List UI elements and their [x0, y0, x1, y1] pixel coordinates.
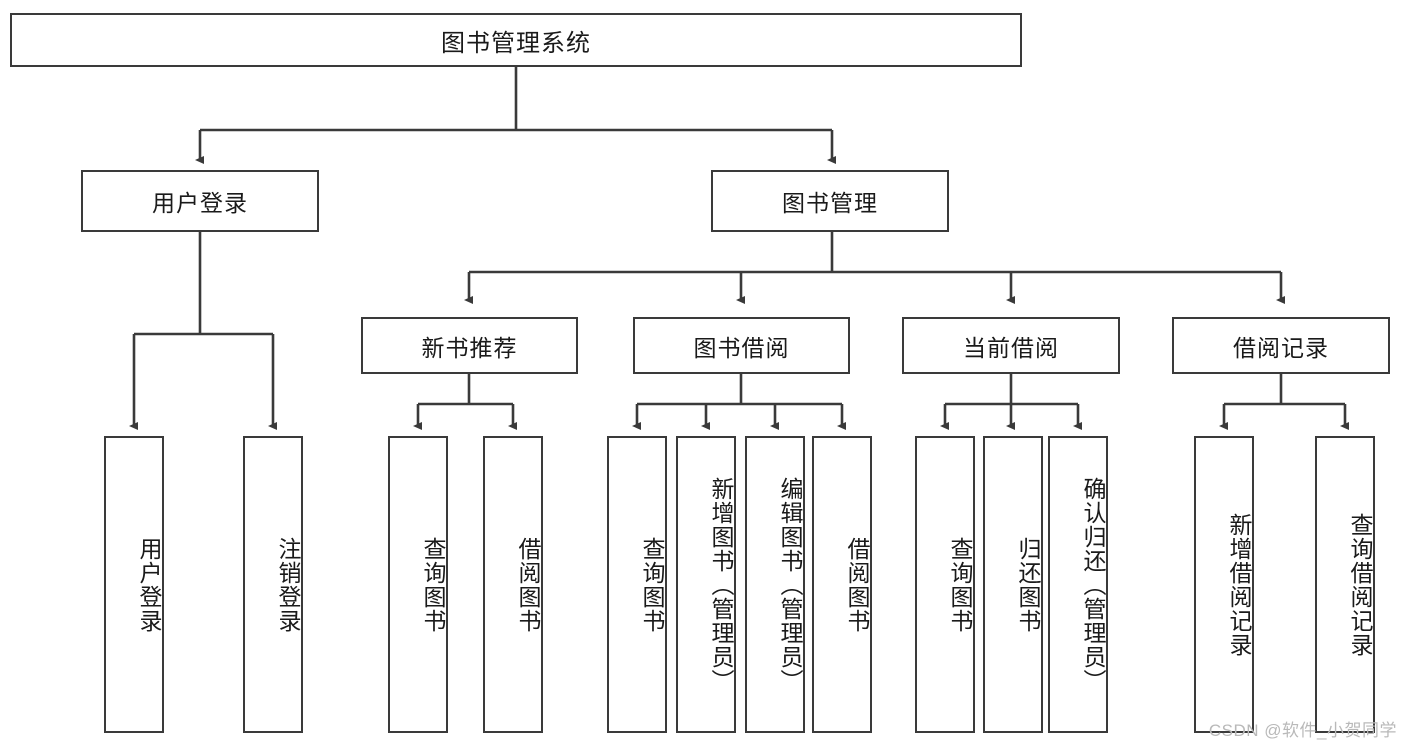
node-label: 当前借阅 — [963, 334, 1059, 361]
leaf-borrow-edit-book-admin[interactable]: 编辑图书（管理员） — [745, 436, 805, 733]
node-label: 查询图书 — [947, 536, 973, 633]
node-label: 新增图书（管理员） — [708, 476, 734, 693]
leaf-borrow-add-book-admin[interactable]: 新增图书（管理员） — [676, 436, 736, 733]
node-new-book-recommend[interactable]: 新书推荐 — [361, 317, 578, 374]
node-current-borrow[interactable]: 当前借阅 — [902, 317, 1120, 374]
node-label: 查询图书 — [420, 536, 446, 633]
leaf-borrow-query-book[interactable]: 查询图书 — [607, 436, 667, 733]
node-user-login[interactable]: 用户登录 — [81, 170, 319, 232]
node-book-management[interactable]: 图书管理 — [711, 170, 949, 232]
node-label: 归还图书 — [1015, 536, 1041, 633]
leaf-record-query-borrow-record[interactable]: 查询借阅记录 — [1315, 436, 1375, 733]
leaf-current-return-book[interactable]: 归还图书 — [983, 436, 1043, 733]
leaf-recommend-query-book[interactable]: 查询图书 — [388, 436, 448, 733]
node-label: 用户登录 — [152, 190, 248, 216]
node-label: 图书管理 — [782, 190, 878, 216]
node-label: 查询图书 — [639, 536, 665, 633]
node-label: 借阅图书 — [515, 536, 541, 633]
leaf-current-confirm-return-admin[interactable]: 确认归还（管理员） — [1048, 436, 1108, 733]
node-label: 新增借阅记录 — [1226, 512, 1252, 657]
leaf-record-add-borrow-record[interactable]: 新增借阅记录 — [1194, 436, 1254, 733]
node-borrow-record[interactable]: 借阅记录 — [1172, 317, 1390, 374]
leaf-current-query-book[interactable]: 查询图书 — [915, 436, 975, 733]
leaf-user-login[interactable]: 用户登录 — [104, 436, 164, 733]
node-label: 编辑图书（管理员） — [777, 476, 803, 693]
node-label: 借阅图书 — [844, 536, 870, 633]
node-label: 新书推荐 — [421, 334, 518, 361]
node-label: 借阅记录 — [1233, 334, 1329, 361]
node-label: 图书管理系统 — [441, 29, 591, 57]
node-label: 注销登录 — [275, 536, 301, 633]
node-label: 确认归还（管理员） — [1080, 476, 1106, 693]
leaf-user-logout[interactable]: 注销登录 — [243, 436, 303, 733]
leaf-recommend-borrow-book[interactable]: 借阅图书 — [483, 436, 543, 733]
node-book-borrow[interactable]: 图书借阅 — [633, 317, 850, 374]
node-root-book-management-system[interactable]: 图书管理系统 — [10, 13, 1022, 67]
node-label: 查询借阅记录 — [1347, 512, 1373, 657]
node-label: 图书借阅 — [693, 334, 790, 361]
node-label: 用户登录 — [136, 536, 162, 633]
leaf-borrow-borrow-book[interactable]: 借阅图书 — [812, 436, 872, 733]
watermark-text: CSDN @软件_小贺同学 — [1208, 721, 1397, 740]
